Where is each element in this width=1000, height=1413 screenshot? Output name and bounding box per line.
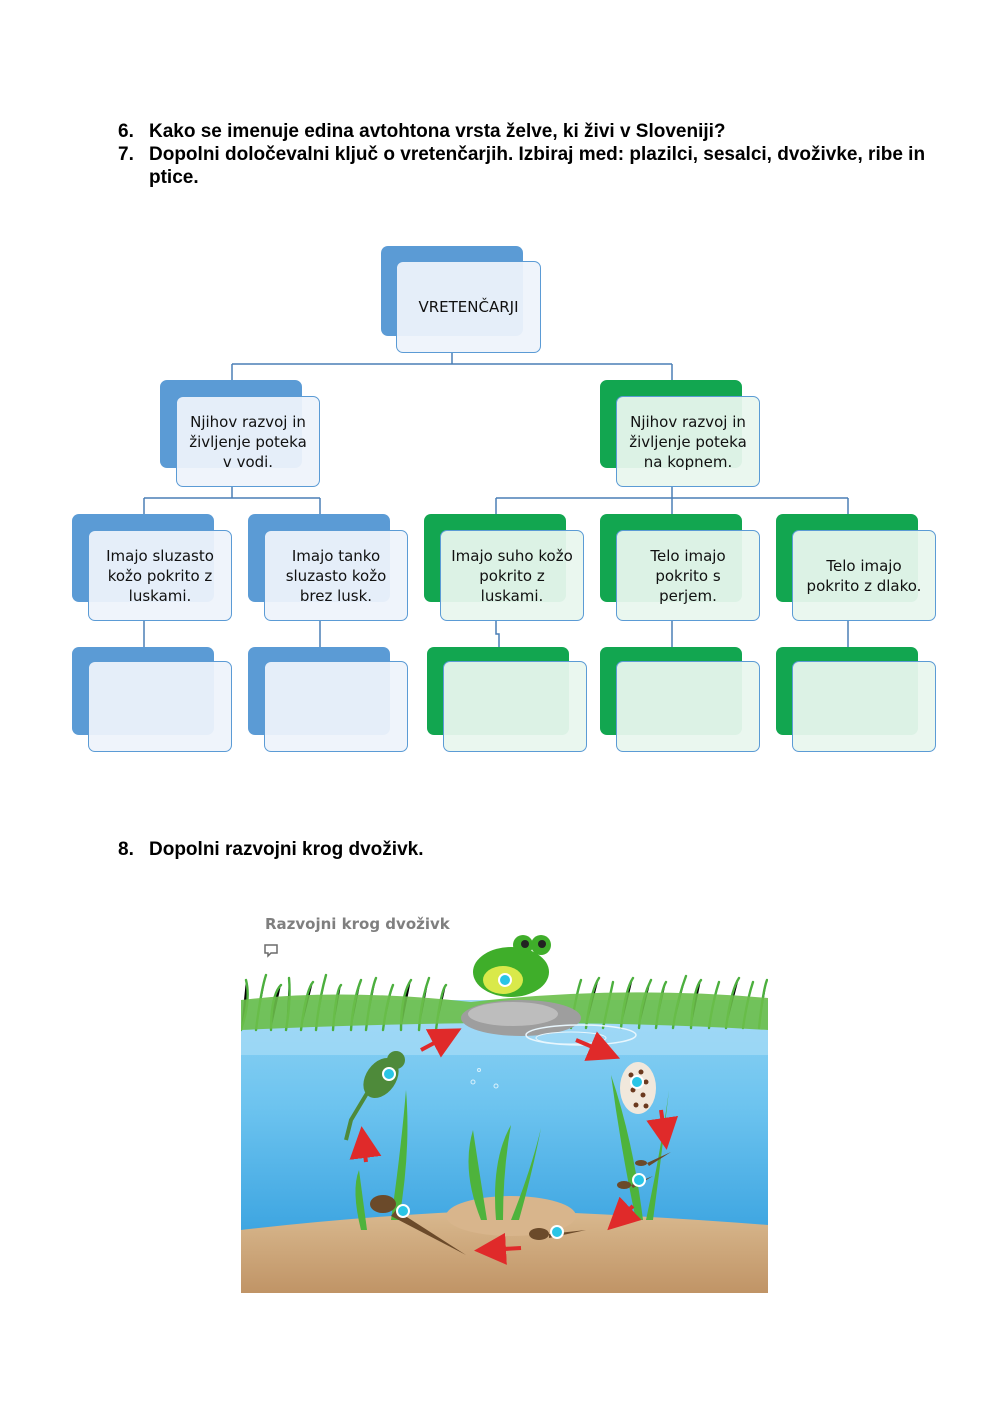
cycle-title: Razvojni krog dvoživk (265, 915, 450, 933)
tree-leaf-2: Imajo tanko sluzasto kožo brez lusk. (248, 514, 408, 621)
question-number: 7. (118, 144, 134, 165)
answer-box-field[interactable] (443, 661, 587, 752)
answer-box-4[interactable] (600, 647, 760, 753)
tree-connectors (143, 352, 849, 647)
hotspot-markers[interactable] (382, 973, 646, 1239)
question-text: Dopolni razvojni krog dvoživk. (149, 839, 424, 860)
answer-box-field[interactable] (616, 661, 760, 752)
tree-leaf-label: Telo imajo pokrito z dlako. (792, 530, 936, 621)
question-number: 6. (118, 121, 134, 142)
answer-box-3[interactable] (427, 647, 587, 753)
answer-box-1[interactable] (72, 647, 232, 753)
tree-node-land: Njihov razvoj in življenje poteka na kop… (600, 380, 760, 487)
tree-leaf-label: Telo imajo pokrito s perjem. (616, 530, 760, 621)
answer-box-5[interactable] (776, 647, 936, 753)
tree-node-water: Njihov razvoj in življenje poteka v vodi… (160, 380, 320, 487)
amphibian-life-cycle-image (241, 935, 768, 1293)
tree-leaf-3: Imajo suho kožo pokrito z luskami. (424, 514, 584, 621)
tree-root-label: VRETENČARJI (396, 261, 541, 353)
tree-node-land-label: Njihov razvoj in življenje poteka na kop… (616, 396, 760, 487)
tree-root: VRETENČARJI (381, 246, 541, 353)
answer-box-2[interactable] (248, 647, 408, 753)
tree-node-water-label: Njihov razvoj in življenje poteka v vodi… (176, 396, 320, 487)
answer-box-field[interactable] (264, 661, 408, 752)
answer-box-field[interactable] (792, 661, 936, 752)
tree-leaf-label: Imajo suho kožo pokrito z luskami. (440, 530, 584, 621)
tree-leaf-5: Telo imajo pokrito z dlako. (776, 514, 936, 621)
adult-frog (473, 935, 551, 997)
question-number: 8. (118, 839, 134, 860)
answer-box-field[interactable] (88, 661, 232, 752)
tree-leaf-label: Imajo tanko sluzasto kožo brez lusk. (264, 530, 408, 621)
tree-leaf-1: Imajo sluzasto kožo pokrito z luskami. (72, 514, 232, 621)
question-text: Dopolni določevalni ključ o vretenčarjih… (149, 144, 926, 188)
tree-leaf-label: Imajo sluzasto kožo pokrito z luskami. (88, 530, 232, 621)
question-text: Kako se imenuje edina avtohtona vrsta že… (149, 121, 726, 142)
tree-leaf-4: Telo imajo pokrito s perjem. (600, 514, 760, 621)
comment-icon[interactable] (264, 944, 278, 958)
